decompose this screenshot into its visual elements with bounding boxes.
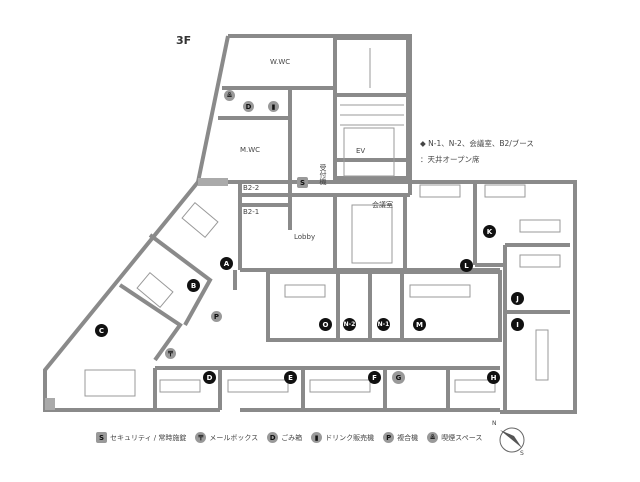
room-b2-2: B2-2: [243, 184, 260, 192]
room-w-wc: W.WC: [270, 58, 291, 66]
marker-e: E: [284, 371, 297, 384]
vending-icon: ▮: [311, 432, 323, 443]
mailbox-icon: 〒: [195, 432, 207, 443]
room-lobby: Lobby: [294, 233, 316, 241]
marker-c: C: [95, 324, 108, 337]
security-icon: S: [297, 177, 308, 188]
marker-j: J: [511, 292, 524, 305]
marker-m: M: [413, 318, 426, 331]
note-line-2: ：天井オープン席: [420, 155, 480, 164]
vending-icon: ▮: [268, 101, 279, 112]
marker-o: O: [319, 318, 332, 331]
mfp-icon: P: [383, 432, 395, 443]
legend-label: セキュリティ / 常時施錠: [110, 433, 187, 442]
legend-label: 喫煙スペース: [441, 433, 483, 442]
smoking-icon: ≗: [224, 90, 235, 101]
legend-label: メールボックス: [209, 433, 259, 442]
room-m-wc: M.WC: [240, 146, 261, 154]
marker-b: B: [187, 279, 200, 292]
marker-k: K: [483, 225, 496, 238]
compass-s: S: [520, 450, 524, 457]
marker-n-1: N-1: [377, 318, 390, 331]
room-ev: EV: [356, 147, 366, 155]
marker-a: A: [220, 257, 233, 270]
smoking-icon: ≗: [427, 432, 439, 443]
legend-note: ◆ N-1、N-2、会議室、B2/ブース ：天井オープン席: [420, 136, 534, 168]
legend-mailbox: 〒メールボックス: [195, 432, 258, 443]
compass-icon: [499, 427, 525, 453]
marker-h: H: [487, 371, 500, 384]
marker-l: L: [460, 259, 473, 272]
legend-label: 複合機: [397, 433, 419, 442]
legend-smoking: ≗喫煙スペース: [427, 432, 482, 443]
mailbox-icon: 〒: [165, 348, 176, 359]
reception-label: 受付機: [319, 164, 327, 185]
legend-vending: ▮ドリンク販売機: [311, 432, 374, 443]
trash-icon: D: [243, 101, 254, 112]
marker-n-2: N-2: [343, 318, 356, 331]
room-meeting: 会議室: [372, 201, 393, 209]
marker-g: G: [392, 371, 405, 384]
security-icon: S: [96, 432, 107, 443]
marker-f: F: [368, 371, 381, 384]
trash-icon: D: [267, 432, 279, 443]
floor-label: 3F: [176, 34, 192, 47]
note-line-1: ◆ N-1、N-2、会議室、B2/ブース: [420, 139, 534, 148]
legend-label: ドリンク販売機: [325, 433, 375, 442]
marker-d: D: [203, 371, 216, 384]
room-b2-1: B2-1: [243, 208, 260, 216]
legend-label: ごみ箱: [281, 433, 303, 442]
compass-n: N: [492, 420, 497, 427]
mfp-icon: P: [211, 311, 222, 322]
marker-i: I: [511, 318, 524, 331]
